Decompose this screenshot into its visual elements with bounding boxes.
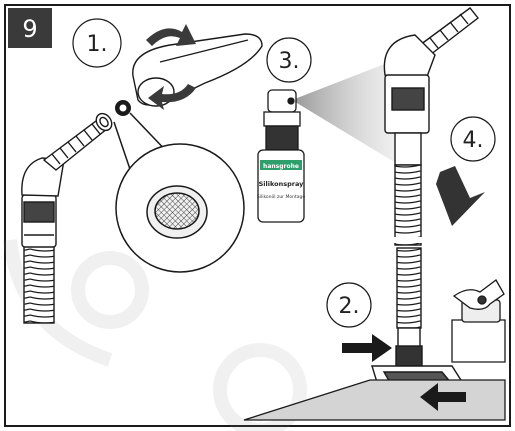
step-4-label: 4. bbox=[463, 128, 484, 153]
step-badge: 9 bbox=[8, 8, 52, 48]
right-hose-corrugated-upper bbox=[395, 165, 421, 245]
spray-bottle-cap bbox=[266, 126, 298, 150]
spray-brand-text: hansgrohe bbox=[263, 163, 299, 170]
right-hose-nut bbox=[396, 346, 422, 366]
step-2-label: 2. bbox=[339, 294, 360, 319]
right-hose-corrugated-lower bbox=[397, 248, 421, 328]
left-hose-grip bbox=[24, 202, 54, 222]
filter-washer bbox=[115, 100, 131, 116]
step-badge-number: 9 bbox=[22, 15, 37, 43]
filter-mesh-icon bbox=[155, 193, 199, 229]
spray-fine-print: Silikonöl zur Montage bbox=[257, 194, 305, 200]
step-3-label: 3. bbox=[279, 49, 300, 74]
step-1-label: 1. bbox=[87, 32, 108, 57]
spray-product-text: Silikonspray bbox=[259, 180, 305, 188]
right-hose-grip bbox=[392, 88, 424, 110]
valve-handle bbox=[452, 280, 505, 362]
left-hose-corrugated bbox=[24, 245, 54, 323]
